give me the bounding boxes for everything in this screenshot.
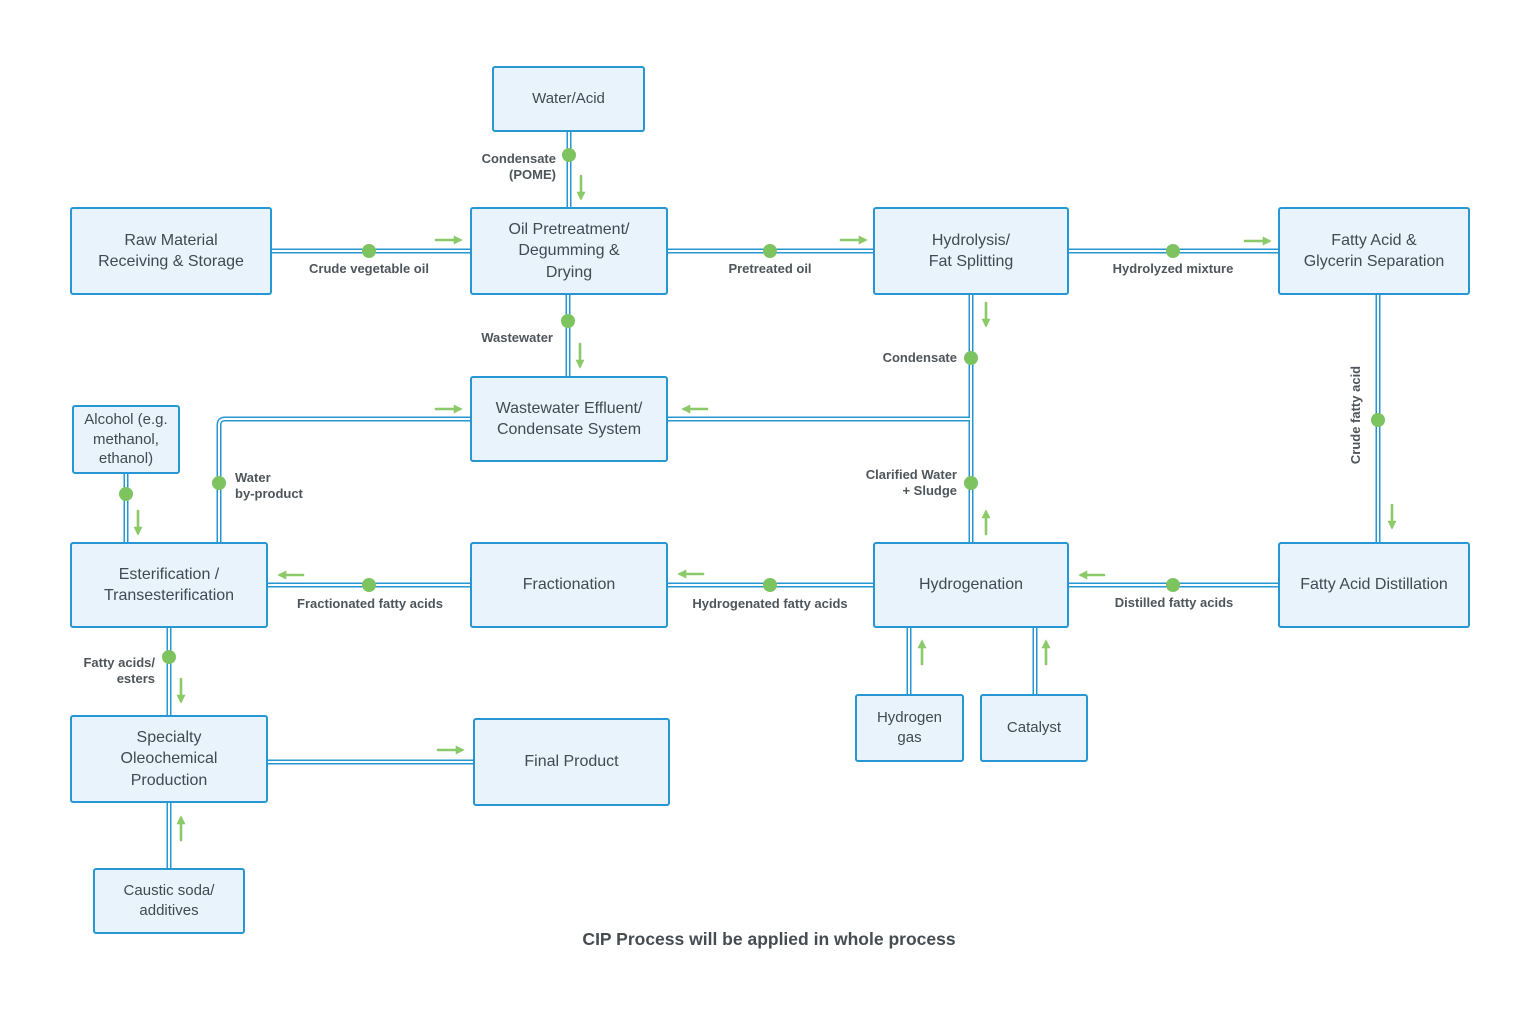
flow-dot [162,650,176,664]
flow-dots [119,148,1385,664]
flow-dot [212,476,226,490]
node-wastewater-system: Wastewater Effluent/ Condensate System [470,376,668,462]
edge-label-pretreated-oil: Pretreated oil [728,261,812,276]
flow-dot [964,476,978,490]
flow-dot [1371,413,1385,427]
edge-label-clarified-water-sludge: Clarified Water + Sludge [865,467,957,498]
flow-arrows [133,174,1397,842]
flow-dot [1166,578,1180,592]
edge-label-distilled-fatty-acids: Distilled fatty acids [1114,595,1234,610]
flow-dot [362,578,376,592]
flow-dot [1166,244,1180,258]
node-oil-pretreatment: Oil Pretreatment/ Degumming & Drying [470,207,668,295]
flow-dot [119,487,133,501]
flow-dot [561,314,575,328]
node-fatty-acid-glycerin-separation: Fatty Acid & Glycerin Separation [1278,207,1470,295]
node-final-product: Final Product [473,718,670,806]
node-catalyst: Catalyst [980,694,1088,762]
edge-label-crude-fatty-acid: Crude fatty acid [1348,365,1364,465]
edge-label-condensate-pome: Condensate (POME) [481,151,556,182]
node-water-acid: Water/Acid [492,66,645,132]
edge-label-fractionated-fatty-acids: Fractionated fatty acids [297,596,443,611]
edge-label-crude-vegetable-oil: Crude vegetable oil [309,261,429,276]
diagram-note: CIP Process will be applied in whole pro… [582,929,956,949]
node-raw-material: Raw Material Receiving & Storage [70,207,272,295]
node-hydrogenation: Hydrogenation [873,542,1069,628]
node-alcohol: Alcohol (e.g. methanol, ethanol) [72,405,180,474]
node-esterification: Esterification / Transesterification [70,542,268,628]
flow-dot [362,244,376,258]
node-specialty-oleochemical: Specialty Oleochemical Production [70,715,268,803]
edge-label-hydrogenated-fatty-acids: Hydrogenated fatty acids [692,596,848,611]
flow-dot [763,578,777,592]
node-fatty-acid-distillation: Fatty Acid Distillation [1278,542,1470,628]
edge-label-hydrolyzed-mixture: Hydrolyzed mixture [1112,261,1234,276]
flow-dot [562,148,576,162]
flow-dot [763,244,777,258]
flow-dot [964,351,978,365]
node-hydrolysis: Hydrolysis/ Fat Splitting [873,207,1069,295]
node-hydrogen-gas: Hydrogen gas [855,694,964,762]
node-fractionation: Fractionation [470,542,668,628]
node-caustic-soda: Caustic soda/ additives [93,868,245,934]
pipes-core [125,132,1379,868]
edge-label-wastewater: Wastewater [481,330,553,345]
edge-label-condensate: Condensate [882,350,957,365]
pipes-outline [123,132,1381,868]
edge-label-fatty-acids-esters: Fatty acids/ esters [83,655,155,686]
edge-label-water-byproduct: Water by-product [235,470,303,501]
